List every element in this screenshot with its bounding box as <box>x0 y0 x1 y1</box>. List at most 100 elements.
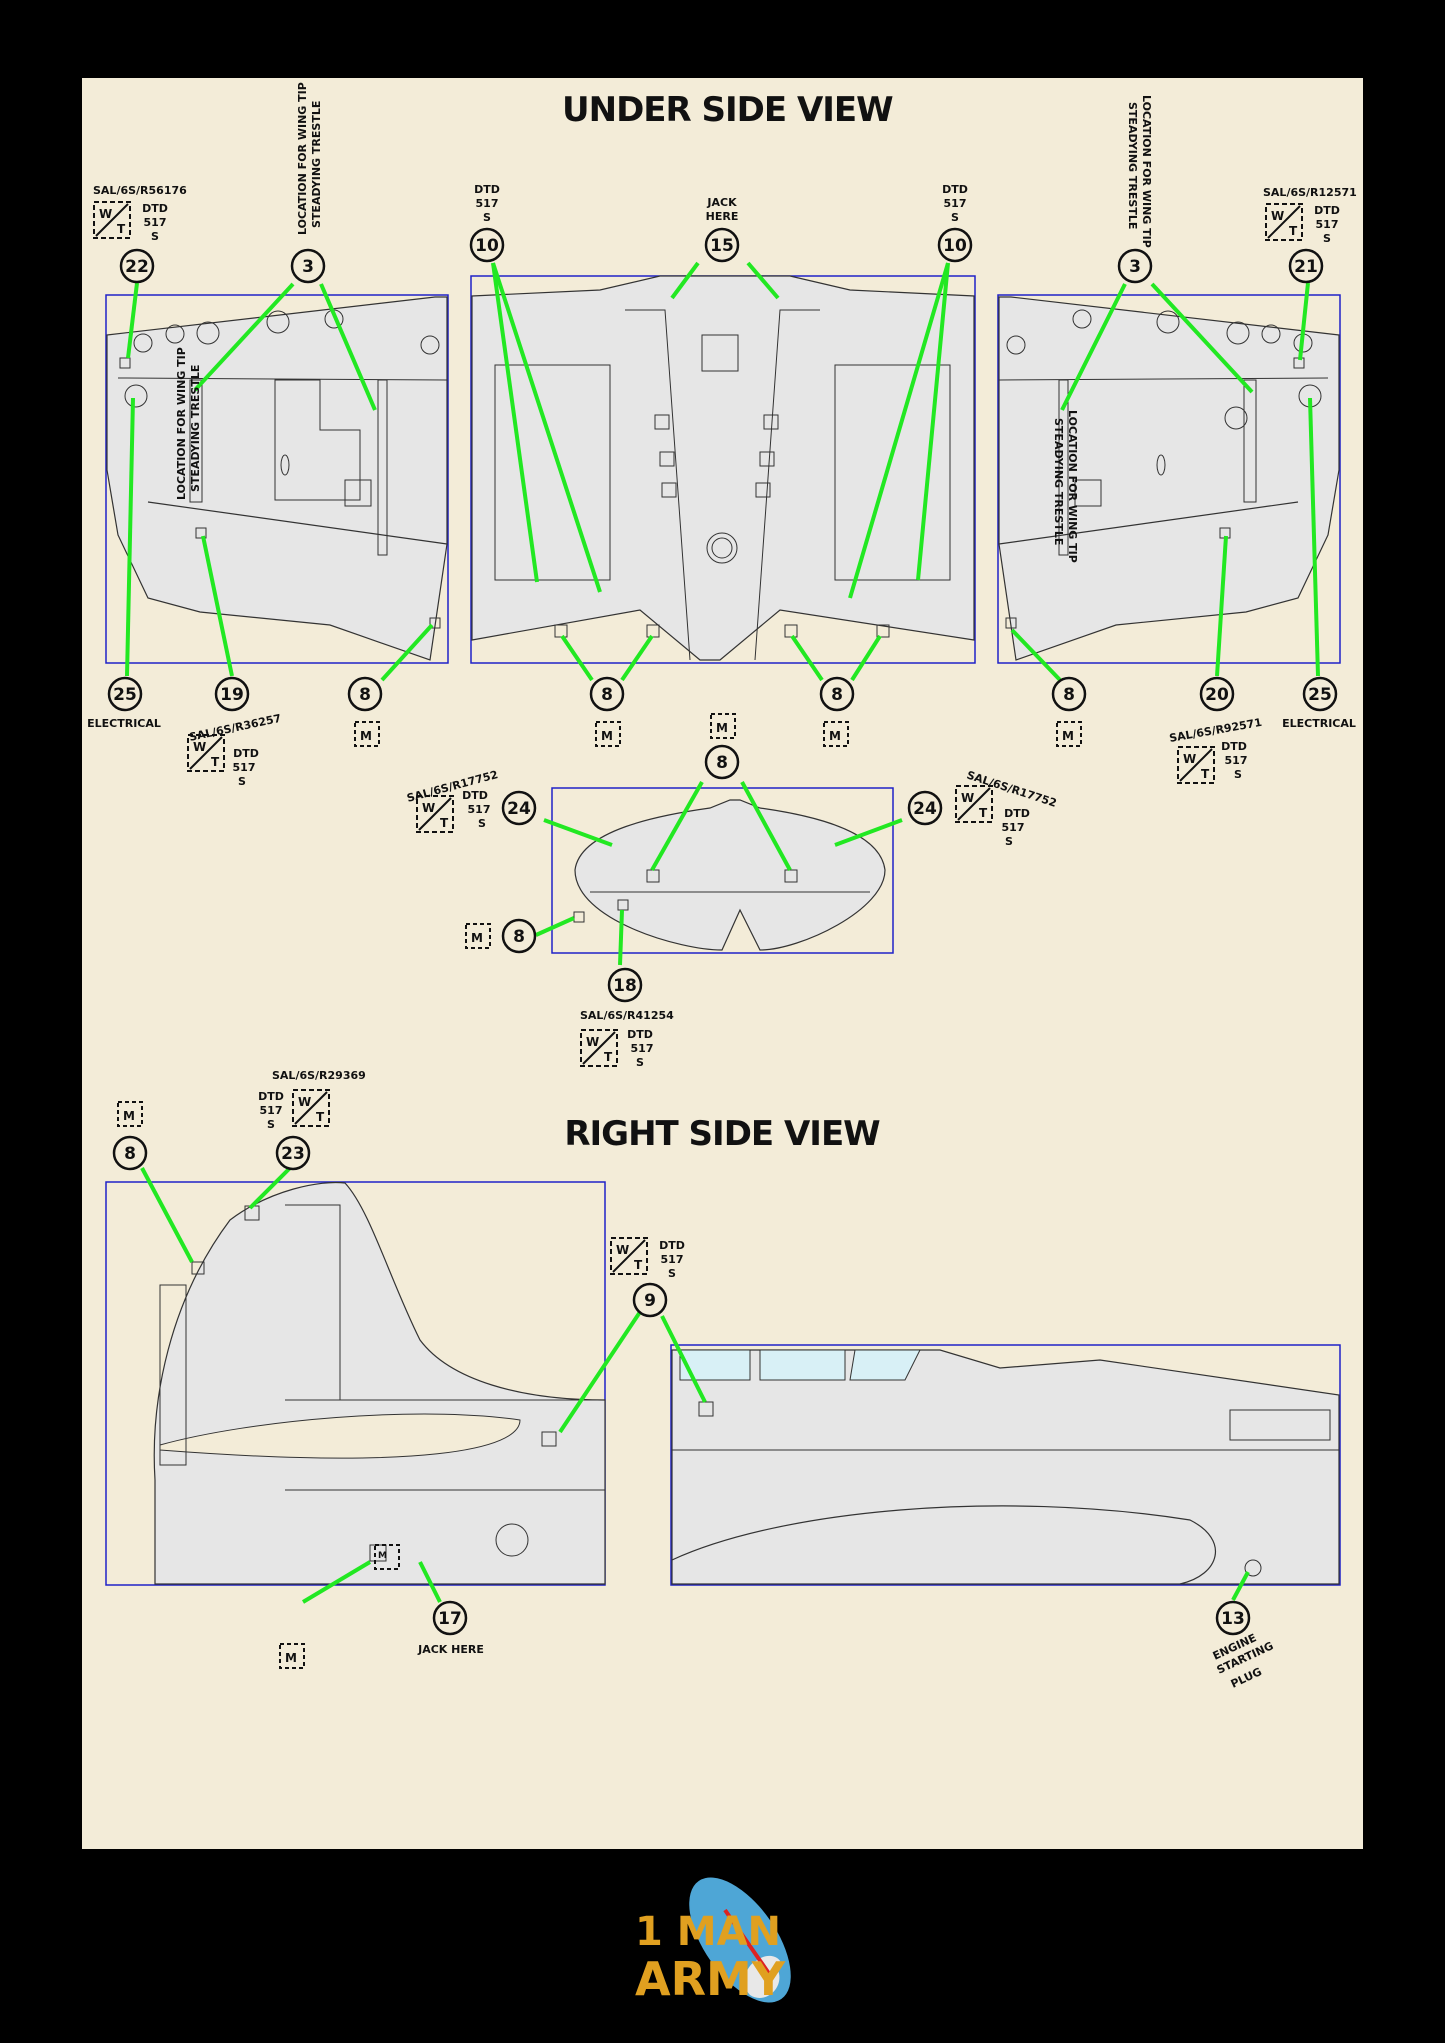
wing-tip-label: LOCATION FOR WING TIP <box>1140 95 1153 248</box>
callout-circle <box>1199 676 1235 712</box>
svg-text:DTD: DTD <box>233 747 259 760</box>
callout-number: 8 <box>513 927 525 947</box>
svg-text:S: S <box>238 775 246 788</box>
callout-circle <box>501 918 537 954</box>
callout-8: 8 <box>347 676 383 712</box>
callout-circle <box>907 790 943 826</box>
callout-3: 3 <box>290 248 326 284</box>
callout-17: 17 <box>432 1600 468 1636</box>
stencil-w: W <box>961 791 974 805</box>
callout-circle <box>632 1282 668 1318</box>
callout-number: 17 <box>438 1609 462 1629</box>
callout-number: 8 <box>359 685 371 705</box>
stencil-t: T <box>979 806 988 820</box>
callout-circle <box>704 227 740 263</box>
callout-8: 8 <box>704 744 740 780</box>
svg-text:S: S <box>267 1118 275 1131</box>
callout-number: 10 <box>943 236 967 256</box>
wing-tip-label: STEADYING TRESTLE <box>310 101 323 228</box>
callout-22: 22 <box>119 248 155 284</box>
svg-text:S: S <box>636 1056 644 1069</box>
wing-tip-label: LOCATION FOR WING TIP <box>175 347 188 500</box>
serial-labels: SAL/6S/R56176 SAL/6S/R12571 SAL/6S/R3625… <box>93 184 1357 1082</box>
stencil-m: M <box>1062 729 1074 743</box>
callout-circle <box>1302 676 1338 712</box>
underside-fuselage-panel <box>470 275 976 664</box>
svg-text:S: S <box>951 211 959 224</box>
stencil-t: T <box>440 816 449 830</box>
callout-circle <box>937 227 973 263</box>
stencil-t: T <box>634 1258 643 1272</box>
callout-circle <box>501 790 537 826</box>
svg-text:517: 517 <box>260 1104 283 1117</box>
svg-text:S: S <box>483 211 491 224</box>
svg-text:DTD: DTD <box>142 202 168 215</box>
jack-here-label: JACK <box>706 196 737 209</box>
serial-label: SAL/6S/R36257 <box>188 712 282 744</box>
stencil-w: W <box>99 207 112 221</box>
callout-10: 10 <box>937 227 973 263</box>
callout-number: 8 <box>716 753 728 773</box>
svg-text:DTD: DTD <box>1004 807 1030 820</box>
callout-circle <box>469 227 505 263</box>
callout-25: 25 <box>107 676 143 712</box>
right-side-fuselage-panel <box>670 1344 1341 1586</box>
stencil-m: M <box>123 1109 135 1123</box>
logo-text-2: ARMY <box>635 1952 786 2006</box>
svg-text:S: S <box>1234 768 1242 781</box>
callout-number: 9 <box>644 1291 656 1311</box>
callout-number: 24 <box>507 799 531 819</box>
callout-number: 8 <box>124 1144 136 1164</box>
wing-tip-label: STEADYING TRESTLE <box>189 365 202 492</box>
serial-label: SAL/6S/R56176 <box>93 184 187 197</box>
callout-circle <box>119 248 155 284</box>
stencil-m: M <box>716 721 728 735</box>
callout-circle <box>107 676 143 712</box>
callout-circle <box>432 1600 468 1636</box>
stencil-t: T <box>316 1110 325 1124</box>
serial-label: SAL/6S/R17752 <box>965 768 1058 809</box>
stencil-letters: WT WT WT WT WT WT WT WT WT M M M M M M M… <box>99 207 1298 1665</box>
svg-text:517: 517 <box>1225 754 1248 767</box>
stencil-t: T <box>1289 224 1298 238</box>
underside-right-wing-panel <box>997 294 1341 664</box>
wing-tip-label: LOCATION FOR WING TIP <box>1066 410 1079 563</box>
right-side-tail-panel <box>105 1181 606 1586</box>
stencil-t: T <box>604 1050 613 1064</box>
callout-number: 15 <box>710 236 734 256</box>
stencil-w: W <box>193 740 206 754</box>
svg-text:517: 517 <box>661 1253 684 1266</box>
callout-8: 8 <box>589 676 625 712</box>
callout-circle <box>1288 248 1324 284</box>
callout-25: 25 <box>1302 676 1338 712</box>
underside-tailplane-panel <box>551 787 894 954</box>
wing-tip-label: LOCATION FOR WING TIP <box>296 82 309 235</box>
stencil-m: M <box>285 1651 297 1665</box>
svg-text:S: S <box>668 1267 676 1280</box>
callout-circle <box>275 1135 311 1171</box>
callout-23: 23 <box>275 1135 311 1171</box>
stencil-w: W <box>1183 752 1196 766</box>
serial-label: SAL/6S/R12571 <box>1263 186 1357 199</box>
svg-text:DTD: DTD <box>942 183 968 196</box>
svg-text:517: 517 <box>631 1042 654 1055</box>
svg-text:S: S <box>151 230 159 243</box>
svg-text:S: S <box>478 817 486 830</box>
stencil-w: W <box>422 801 435 815</box>
svg-text:DTD: DTD <box>474 183 500 196</box>
callout-circle <box>112 1135 148 1171</box>
callout-8: 8 <box>501 918 537 954</box>
stencil-t: T <box>211 755 220 769</box>
svg-text:S: S <box>1323 232 1331 245</box>
callout-19: 19 <box>214 676 250 712</box>
callout-9: 9 <box>632 1282 668 1318</box>
callout-number: 8 <box>1063 685 1075 705</box>
callout-8: 8 <box>1051 676 1087 712</box>
svg-text:517: 517 <box>468 803 491 816</box>
stencil-t: T <box>117 222 126 236</box>
svg-text:DTD: DTD <box>462 789 488 802</box>
callout-8: 8 <box>819 676 855 712</box>
svg-text:517: 517 <box>476 197 499 210</box>
